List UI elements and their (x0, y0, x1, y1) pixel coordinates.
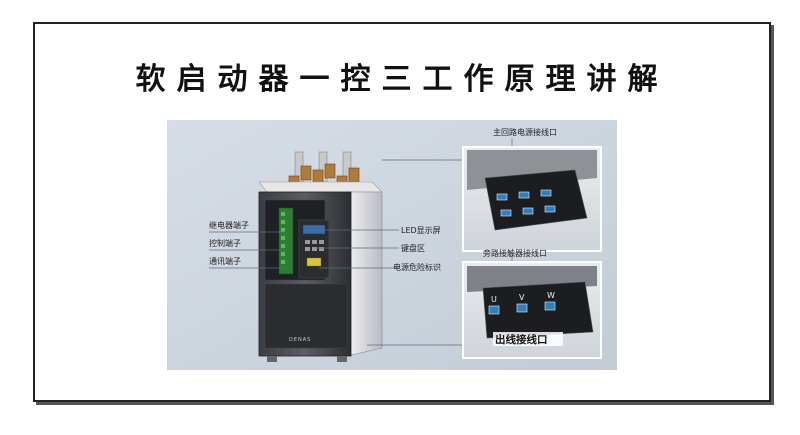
label-relay-terminal: 继电器端子 (209, 220, 249, 230)
label-control-terminal: 控制端子 (209, 238, 241, 248)
soft-starter-device: DENAS (258, 151, 383, 362)
label-power-warning: 电源危险标识 (393, 262, 441, 272)
label-bypass-contactor: 旁路接触器接线口 (483, 248, 547, 258)
label-main-circuit: 主回路电源接线口 (493, 127, 557, 137)
label-comm-terminal: 通讯端子 (209, 256, 241, 266)
label-output-terminal: 出线接线口 (495, 333, 548, 346)
soft-starter-diagram: DENAS 继电器端子 控制端子 通讯端子 LED显示屏 键盘区 电源危险标识 (167, 120, 617, 370)
inset-main-circuit (462, 146, 602, 252)
label-keypad: 键盘区 (401, 243, 425, 253)
slide-title: 软启动器一控三工作原理讲解 (135, 62, 669, 97)
phase-u-label: U (491, 295, 497, 304)
phase-v-label: V (519, 293, 525, 302)
phase-w-label: W (547, 291, 555, 300)
inset-output-terminals: U V W 出线接线口 (462, 261, 602, 359)
label-led-display: LED显示屏 (401, 226, 441, 235)
leader-lines (209, 138, 513, 346)
brand-logo: DENAS (289, 337, 311, 343)
